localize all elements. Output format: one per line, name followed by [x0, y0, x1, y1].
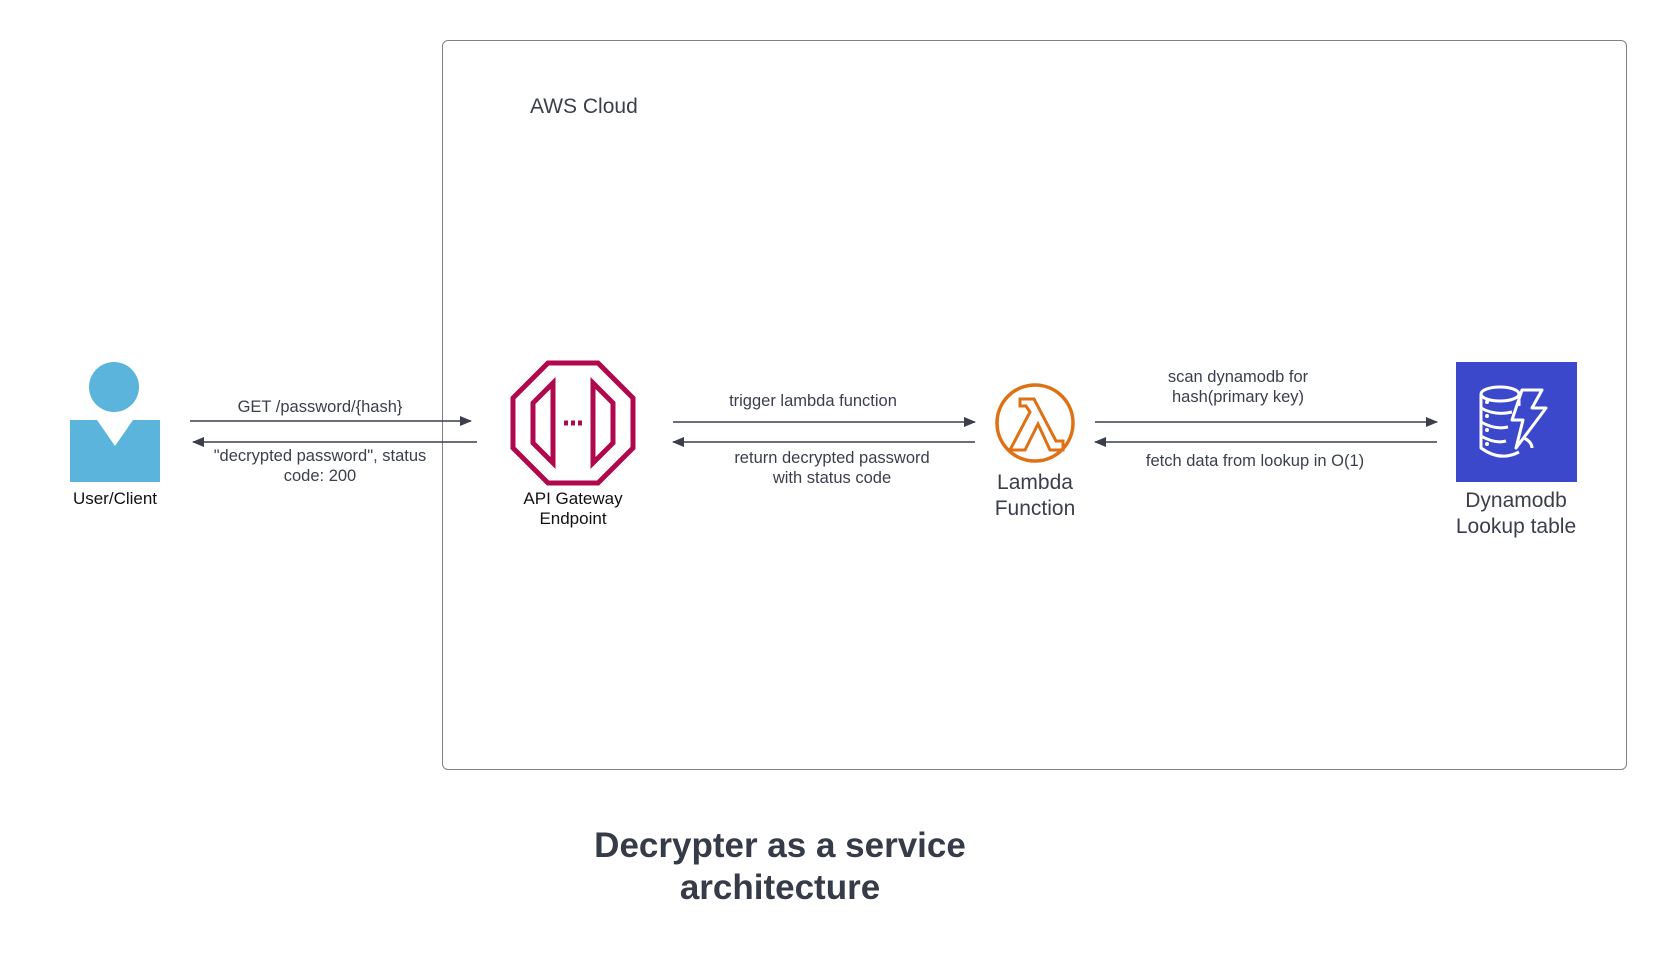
- lambda-label-line-1: Lambda: [997, 471, 1073, 494]
- user-label-line: User/Client: [72, 489, 158, 508]
- edge-label-api-to-user: "decrypted password", status code: 200: [190, 447, 450, 487]
- edge-label-dynamodb-to-lambda: fetch data from lookup in O(1): [1110, 452, 1400, 472]
- user-icon[interactable]: [70, 362, 160, 482]
- api-gateway-label: API Gateway Endpoint: [493, 489, 653, 530]
- aws-cloud-group: [442, 40, 1627, 770]
- dynamodb-icon[interactable]: [1456, 362, 1577, 482]
- edge-label-line: trigger lambda function: [729, 392, 897, 410]
- aws-cloud-label: AWS Cloud: [530, 95, 638, 118]
- edge-label-lambda-to-dynamodb: scan dynamodb for hash(primary key): [1118, 368, 1358, 408]
- edge-label-line: "decrypted password", status: [213, 447, 427, 465]
- api-gateway-icon[interactable]: [510, 360, 636, 486]
- diagram-title-line-1: Decrypter as a service: [594, 826, 966, 865]
- lambda-label: Lambda Function: [955, 470, 1115, 523]
- dynamodb-label: Dynamodb Lookup table: [1426, 488, 1606, 541]
- edge-label-line: scan dynamodb for: [1167, 368, 1309, 386]
- user-icon-head: [89, 362, 139, 412]
- user-icon-body: [70, 420, 160, 482]
- api-gateway-label-line-2: Endpoint: [539, 509, 607, 529]
- edge-label-line: hash(primary key): [1171, 387, 1305, 406]
- user-label: User/Client: [55, 489, 175, 509]
- edge-label-line: with status code: [772, 468, 892, 487]
- dynamodb-label-line-1: Dynamodb: [1465, 489, 1567, 512]
- edge-label-user-to-api: GET /password/{hash}: [200, 398, 440, 418]
- lambda-label-line-2: Function: [994, 497, 1076, 521]
- edge-label-line: code: 200: [283, 466, 357, 485]
- edge-label-line: GET /password/{hash}: [237, 398, 403, 416]
- dynamodb-label-line-2: Lookup table: [1455, 515, 1577, 539]
- edge-label-line: fetch data from lookup in O(1): [1145, 452, 1365, 470]
- edge-label-line: return decrypted password: [734, 449, 930, 467]
- diagram-title-line-2: architecture: [679, 868, 881, 907]
- edge-label-api-to-lambda: trigger lambda function: [673, 392, 953, 412]
- lambda-icon[interactable]: [995, 383, 1075, 463]
- diagram-title: Decrypter as a service architecture: [530, 825, 1030, 909]
- api-gateway-label-line-1: API Gateway: [523, 489, 623, 508]
- edge-label-lambda-to-api: return decrypted password with status co…: [692, 449, 972, 489]
